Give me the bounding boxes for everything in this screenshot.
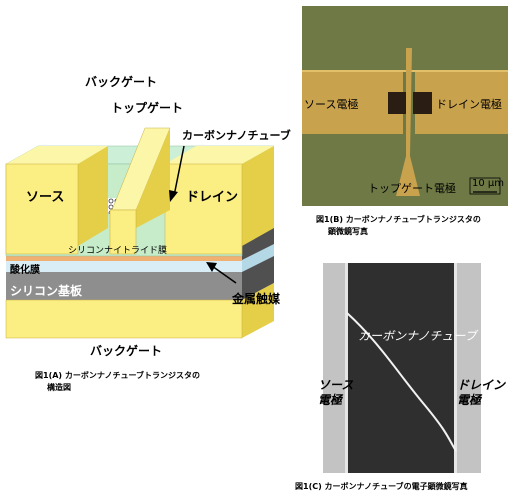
source-sem-label-line1: ソース <box>318 378 354 392</box>
source-label: ソース <box>26 190 65 205</box>
source-pad-image <box>388 92 406 114</box>
cnt-sem-label: カーボンナノチューブ <box>358 329 477 343</box>
sem-panel <box>323 263 481 473</box>
micrograph-image <box>302 6 508 206</box>
source-electrode-image <box>302 70 403 134</box>
cnt-label: カーボンナノチューブ <box>182 129 291 142</box>
figC-caption: 図1(C) カーボンナノチューブの電子顕微鏡写真 <box>295 482 468 491</box>
back-gate-top-label: バックゲート <box>85 75 158 89</box>
drain-sem-label-line2: 電極 <box>457 393 482 407</box>
source-region-image <box>323 263 347 473</box>
silicon-substrate-label: シリコン基板 <box>10 284 83 298</box>
oxide-layer <box>6 244 274 272</box>
scale-bar-label: 10 μm <box>472 178 505 189</box>
oxide-label: 酸化膜 <box>10 265 40 276</box>
drain-pad-image <box>413 92 432 114</box>
figB-caption-line1: 図1(B) カーボンナノチューブトランジスタの <box>316 215 481 224</box>
sin-film-label: シリコンナイトライド膜 <box>68 246 168 256</box>
structure-diagram <box>5 127 275 339</box>
drain-electrode <box>164 146 274 255</box>
top-gate-bar <box>109 127 171 255</box>
drain-electrode-label: ドレイン電極 <box>436 98 502 111</box>
figA-caption-line2: 構造図 <box>47 383 71 392</box>
channel-region-image <box>347 263 455 473</box>
metal-arrow <box>206 262 217 272</box>
source-sem-label-line2: 電極 <box>318 393 343 407</box>
back-gate-plate <box>5 283 274 339</box>
metal-catalyst-label: 金属触媒 <box>232 292 281 306</box>
drain-sem-label: ドレイン 電極 <box>457 378 505 408</box>
metal-catalyst-layer <box>6 255 242 261</box>
source-sem-label: ソース 電極 <box>318 378 353 408</box>
sem-image <box>323 263 481 473</box>
nanotube-line <box>346 312 457 452</box>
source-electrode <box>5 146 108 255</box>
drain-region-image <box>455 263 481 473</box>
source-electrode-label: ソース電極 <box>304 98 359 111</box>
figA-caption-line1: 図1(A) カーボンナノチューブトランジスタの <box>35 371 200 380</box>
top-gate-label: トップゲート <box>111 101 184 115</box>
drain-label: ドレイン <box>186 190 239 205</box>
back-gate-bottom-label: バックゲート <box>90 344 163 358</box>
figB-caption-line2: 顕微鏡写真 <box>328 227 368 236</box>
top-gate-electrode-image <box>396 48 420 196</box>
top-gate-electrode-label: トップゲート電極 <box>368 182 456 195</box>
drain-sem-label-line1: ドレイン <box>457 378 506 392</box>
cnt-arrow <box>169 190 178 202</box>
leader-lines <box>173 145 237 284</box>
micrograph-panel <box>302 6 508 206</box>
